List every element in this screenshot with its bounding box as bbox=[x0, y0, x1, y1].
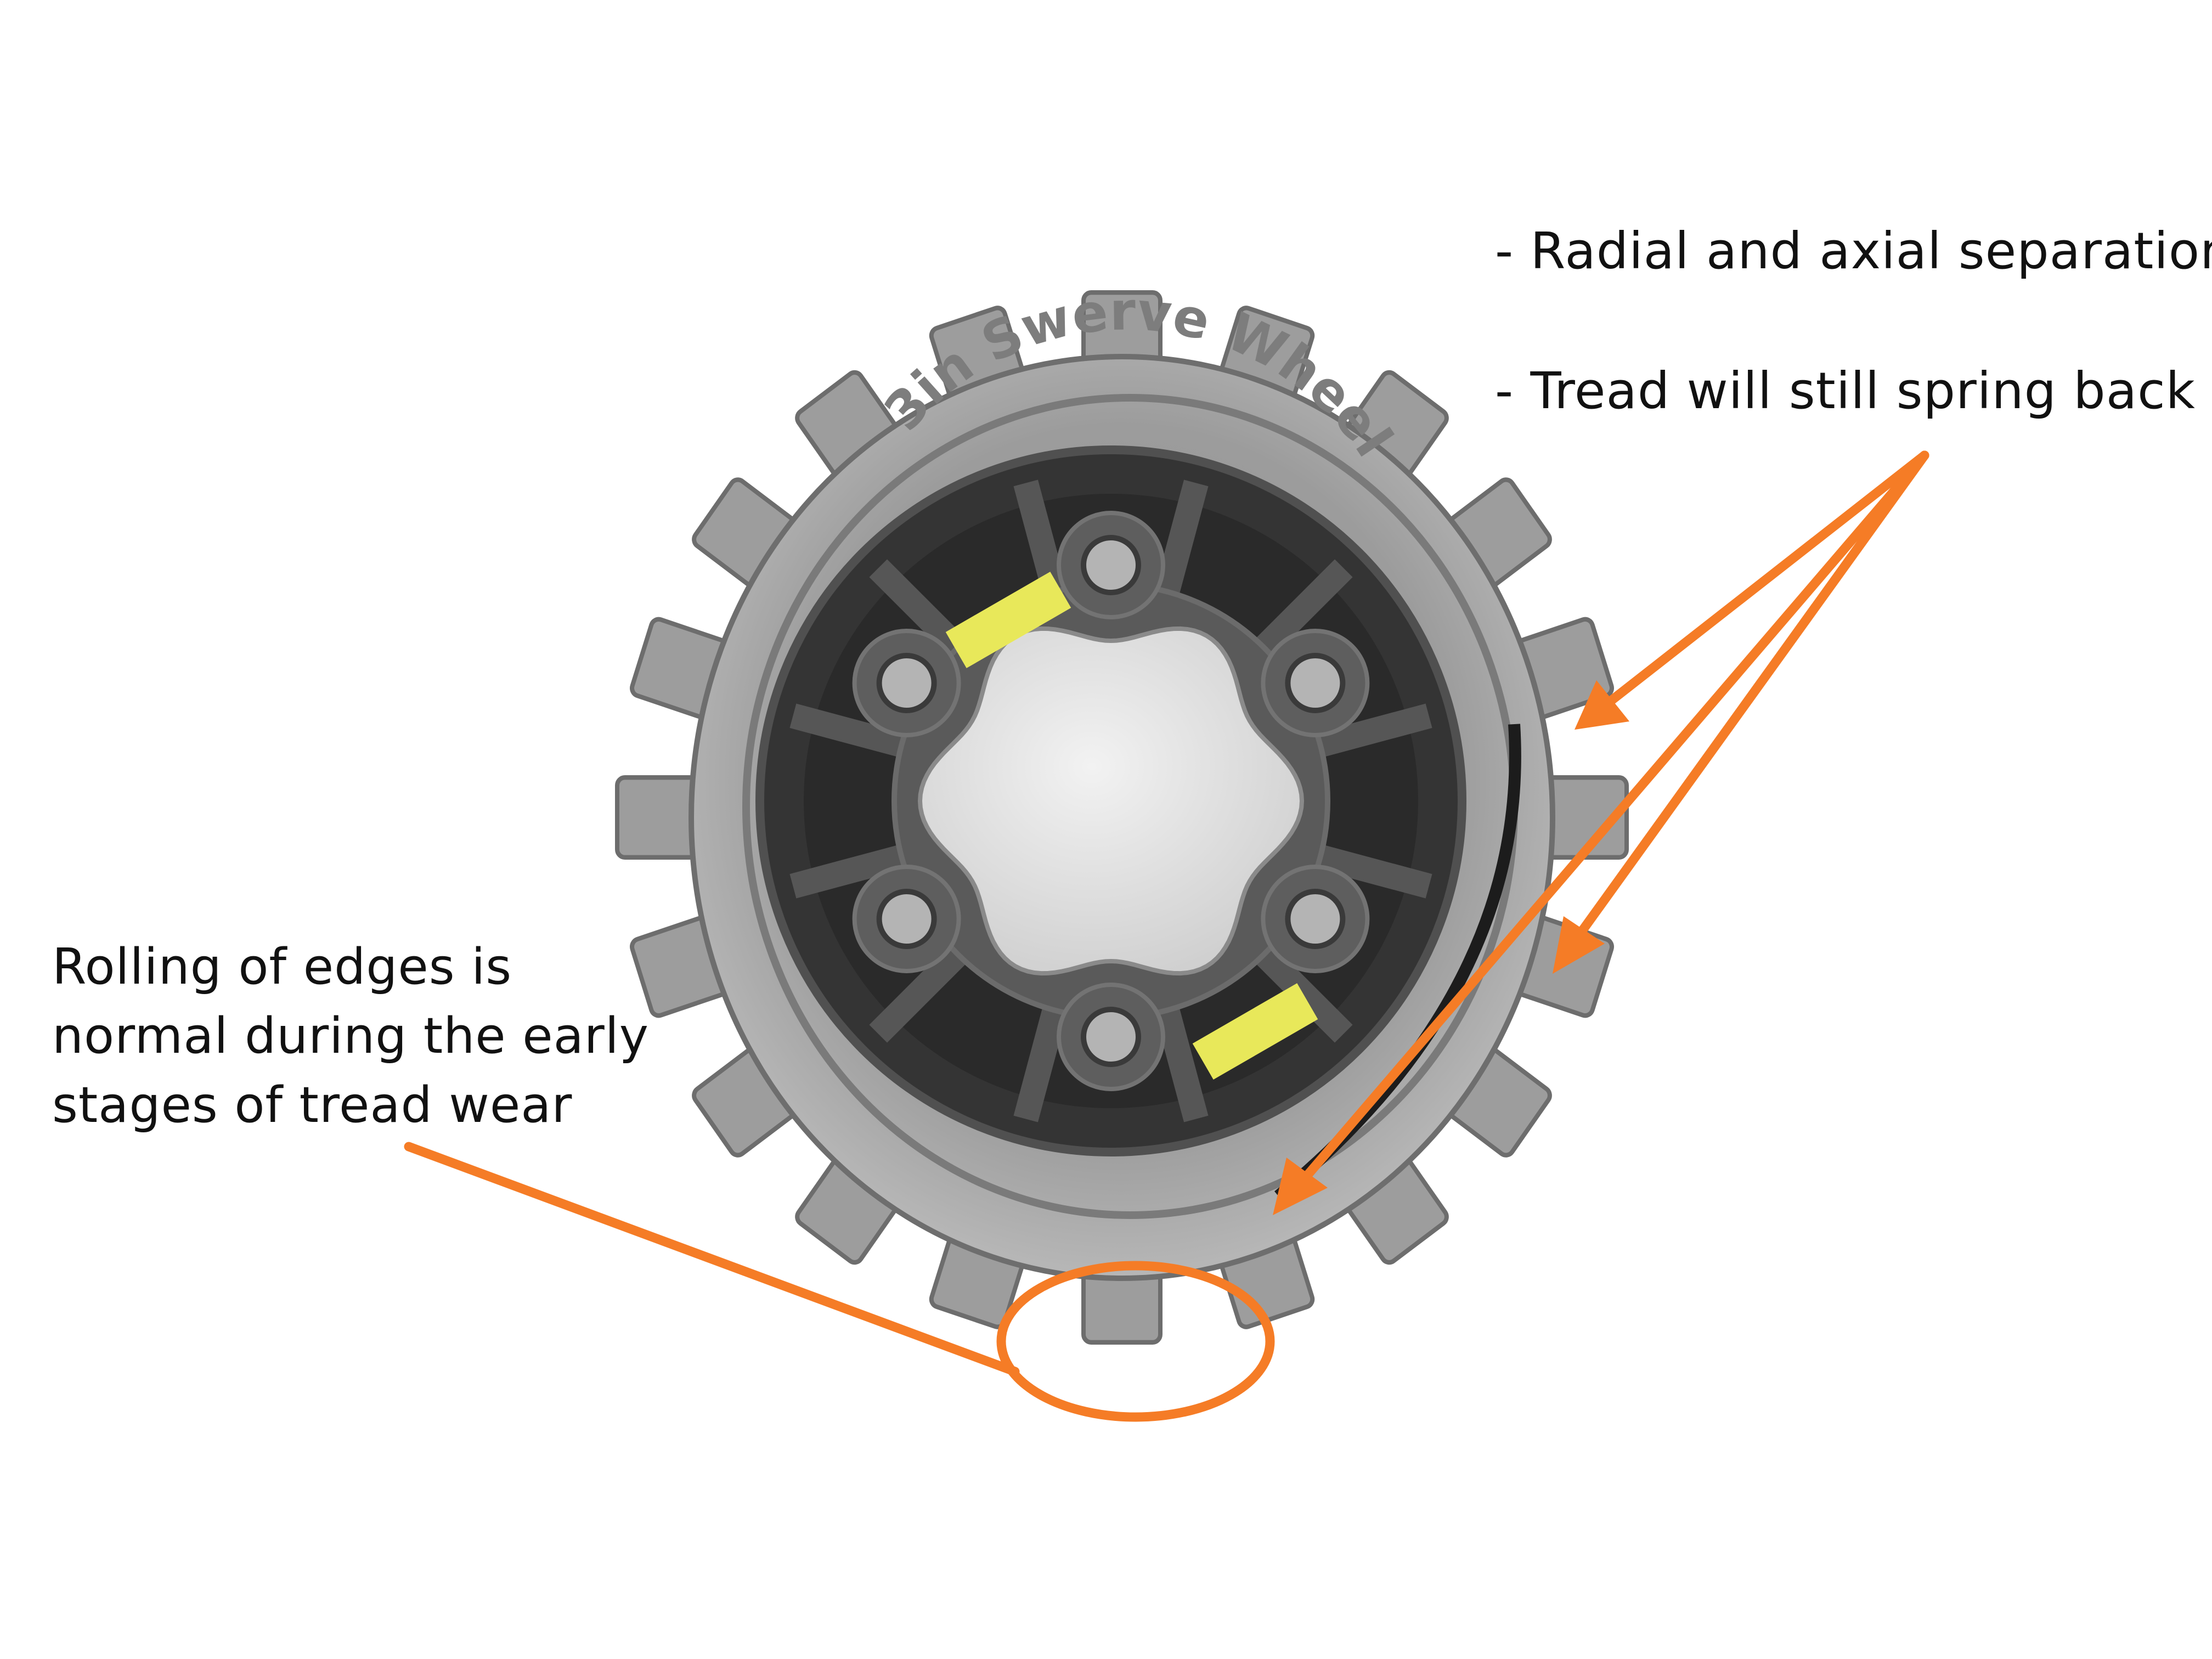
spring-back-callout bbox=[1287, 450, 1929, 1198]
arrowheads bbox=[1273, 680, 1629, 1215]
hub-rib bbox=[1314, 844, 1432, 899]
rolling-callout-ellipse bbox=[996, 1261, 1275, 1422]
bolt-bosses bbox=[852, 511, 1370, 1091]
hub-rib bbox=[1154, 1004, 1209, 1122]
hub-rib bbox=[1253, 943, 1353, 1043]
bolt-hole bbox=[1081, 1007, 1141, 1067]
bolt-hole bbox=[876, 653, 937, 713]
hub-rib bbox=[1013, 1004, 1068, 1122]
radial-separation-note: - Radial and axial separation bbox=[1495, 222, 2212, 280]
tape-strip-bottom bbox=[1192, 983, 1318, 1080]
arrow-line-2 bbox=[1564, 450, 1929, 954]
arrowhead-3 bbox=[1273, 1158, 1328, 1215]
rolling-edges-line-3: stages of tread wear bbox=[52, 1076, 573, 1134]
hub-rib bbox=[789, 703, 908, 758]
tape-strip-top bbox=[945, 572, 1071, 668]
bolt-hole bbox=[1285, 653, 1346, 713]
spring-back-note: - Tread will still spring back bbox=[1495, 362, 2196, 420]
hub-rib bbox=[869, 559, 969, 659]
hub-rib bbox=[1154, 479, 1209, 598]
bolt-hole bbox=[876, 889, 937, 949]
rolling-edges-line-1: Rolling of edges is bbox=[52, 938, 512, 996]
rolling-edges-note: Rolling of edges is normal during the ea… bbox=[52, 933, 649, 1140]
hub-rib bbox=[1253, 559, 1353, 659]
arrowhead-1 bbox=[1575, 680, 1629, 730]
hex-bore bbox=[917, 626, 1305, 976]
bolt-hole bbox=[1285, 889, 1346, 949]
rolling-callout-line bbox=[404, 1142, 1020, 1376]
hub-rib bbox=[789, 844, 908, 899]
arrow-line-3 bbox=[1287, 450, 1929, 1198]
rolling-edges-line-2: normal during the early bbox=[52, 1007, 650, 1065]
hub-rib bbox=[1314, 703, 1432, 758]
hub-ribs bbox=[789, 479, 1432, 1122]
bolt-hole bbox=[1081, 535, 1141, 595]
hub-rib bbox=[869, 943, 969, 1043]
arrowhead-2 bbox=[1553, 916, 1605, 974]
arrow-line-1 bbox=[1589, 450, 1929, 719]
